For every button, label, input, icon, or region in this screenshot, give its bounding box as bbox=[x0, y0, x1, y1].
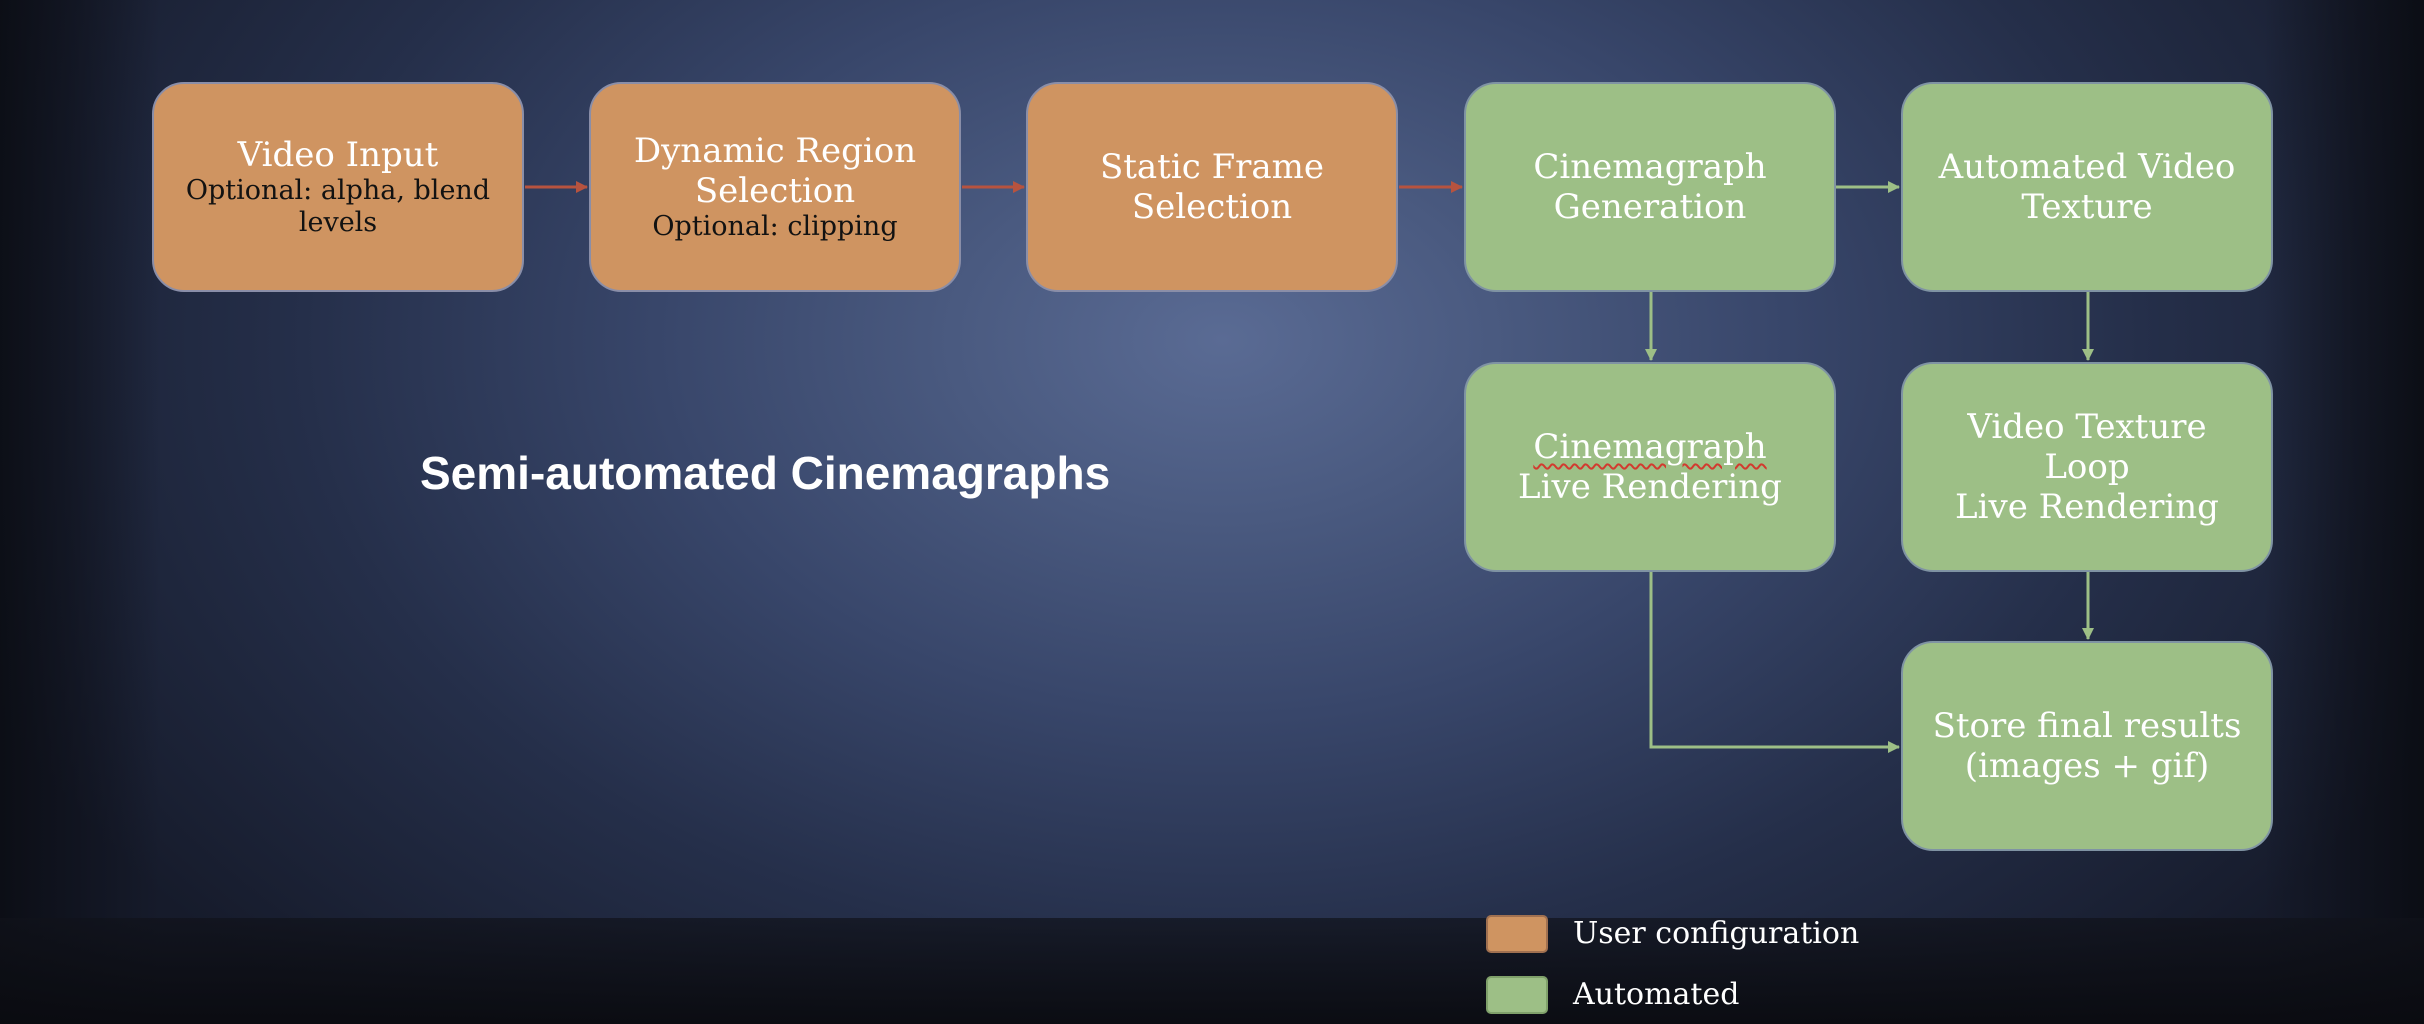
dynamic-region-selection-title: Dynamic Region Selection bbox=[633, 131, 917, 211]
automated-video-texture-box: Automated Video Texture bbox=[1901, 82, 2273, 292]
slide-title: Semi-automated Cinemagraphs bbox=[420, 447, 1111, 499]
video-input-title: Video Input bbox=[237, 135, 439, 175]
video-input-box: Video Input Optional: alpha, blend level… bbox=[152, 82, 524, 292]
static-frame-selection-box: Static Frame Selection bbox=[1026, 82, 1398, 292]
legend-label-automated: Automated bbox=[1573, 977, 1740, 1012]
store-final-results-box: Store final results (images + gif) bbox=[1901, 641, 2273, 851]
legend-swatch-automated bbox=[1486, 976, 1548, 1014]
right-curtain-shading bbox=[2264, 0, 2424, 1024]
cinemagraph-live-rendering-box: Cinemagraph Live Rendering bbox=[1464, 362, 1836, 572]
store-final-results-title: Store final results (images + gif) bbox=[1932, 706, 2242, 786]
dynamic-region-selection-box: Dynamic Region Selection Optional: clipp… bbox=[589, 82, 961, 292]
static-frame-selection-title: Static Frame Selection bbox=[1099, 147, 1325, 227]
legend-label-user-configuration: User configuration bbox=[1573, 916, 1860, 951]
cinemagraph-live-rendering-title-line1: Cinemagraph bbox=[1533, 427, 1767, 467]
cinemagraph-generation-box: Cinemagraph Generation bbox=[1464, 82, 1836, 292]
video-input-subtitle: Optional: alpha, blend levels bbox=[185, 175, 491, 238]
cinemagraph-live-rendering-title-line2: Live Rendering bbox=[1518, 467, 1782, 507]
automated-video-texture-title: Automated Video Texture bbox=[1938, 147, 2236, 227]
cinemagraph-generation-title: Cinemagraph Generation bbox=[1533, 147, 1767, 227]
legend-swatch-user-configuration bbox=[1486, 915, 1548, 953]
arrow-cinemagraph-live-to-store-results bbox=[1649, 572, 1900, 753]
left-curtain-shading bbox=[0, 0, 160, 1024]
video-texture-loop-rendering-title: Video Texture Loop Live Rendering bbox=[1955, 407, 2219, 527]
video-texture-loop-rendering-box: Video Texture Loop Live Rendering bbox=[1901, 362, 2273, 572]
dynamic-region-selection-subtitle: Optional: clipping bbox=[652, 211, 898, 242]
floor-shading bbox=[0, 918, 2424, 1024]
